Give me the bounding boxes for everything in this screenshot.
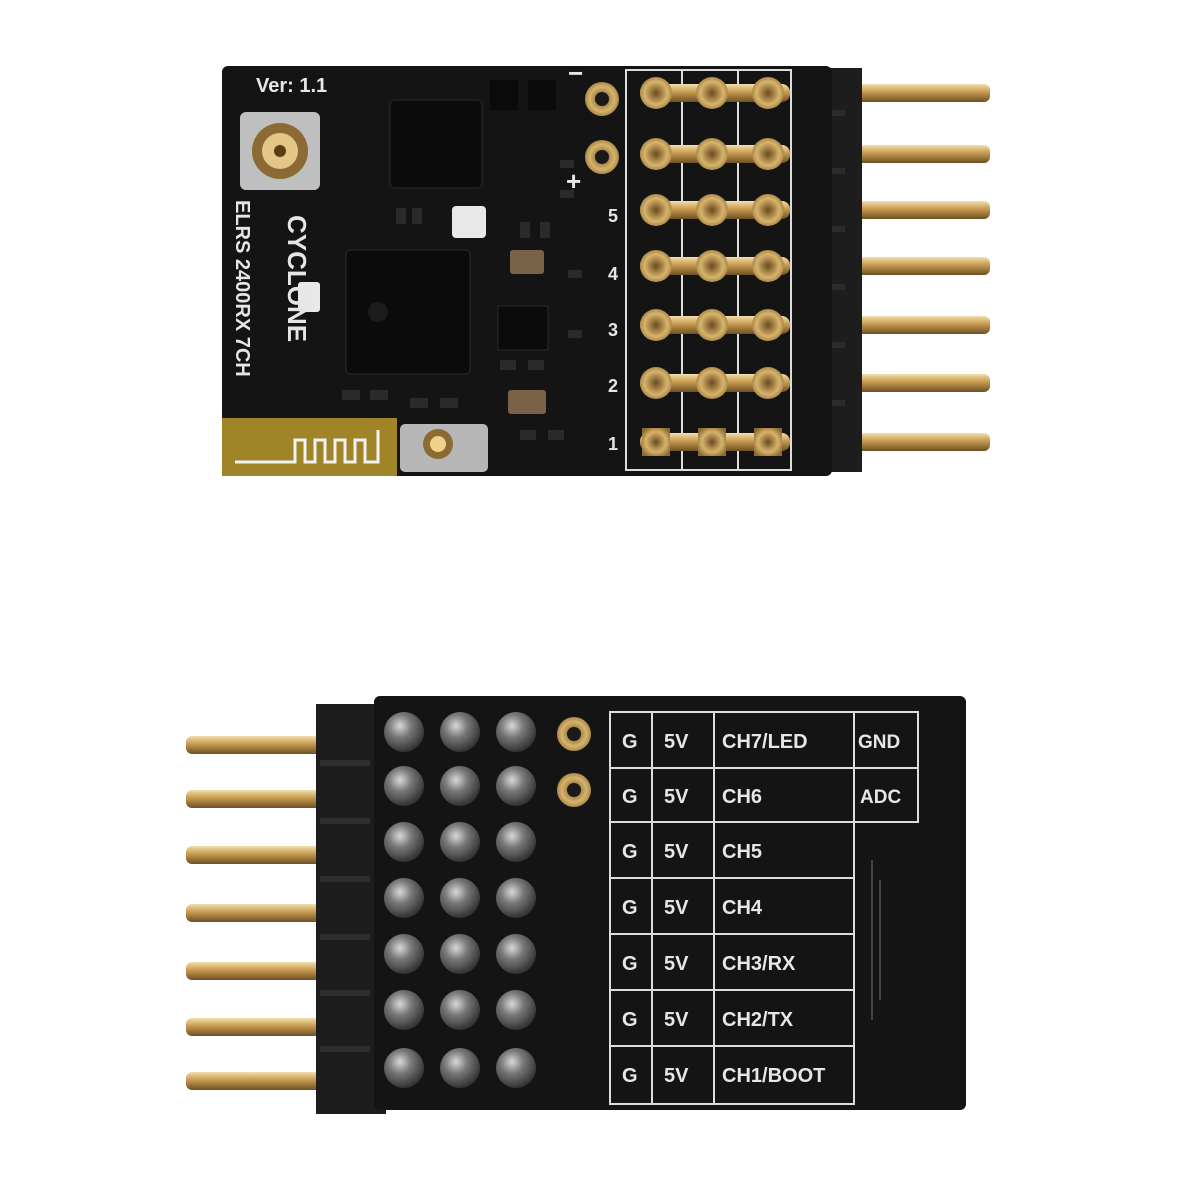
svg-text:CH1/BOOT: CH1/BOOT	[722, 1065, 825, 1087]
bottom-board: G 5V CH7/LED GND G 5V CH6 ADC G 5V CH5 G…	[186, 696, 966, 1114]
svg-text:5V: 5V	[664, 897, 689, 919]
svg-text:5V: 5V	[664, 953, 689, 975]
pin-table-grid	[609, 711, 919, 1105]
antenna-area	[222, 418, 397, 476]
svg-text:G: G	[622, 897, 638, 919]
svg-text:5: 5	[608, 206, 618, 226]
top-header-pins	[830, 84, 990, 451]
mcu-chip	[345, 249, 471, 375]
svg-text:CH3/RX: CH3/RX	[722, 953, 796, 975]
pcb-trace-antenna	[235, 430, 380, 464]
svg-text:G: G	[622, 1009, 638, 1031]
bottom-header-pins	[186, 736, 336, 1090]
solder-pads-gnd-adc	[557, 717, 591, 807]
solder-joint-grid	[384, 712, 536, 1088]
svg-text:5V: 5V	[664, 1065, 689, 1087]
top-pin-rows	[640, 77, 790, 456]
svg-text:CH4: CH4	[722, 897, 763, 919]
svg-text:G: G	[622, 1065, 638, 1087]
pin-table-row-5: G 5V CH3/RX	[622, 953, 796, 975]
svg-text:GND: GND	[858, 732, 900, 753]
svg-text:G: G	[622, 731, 638, 753]
pin-table-row-3: G 5V CH5	[622, 841, 762, 863]
svg-text:4: 4	[608, 264, 618, 284]
solder-pads-minus-plus	[585, 82, 619, 174]
model-label: ELRS 2400RX 7CH	[231, 200, 253, 377]
svg-text:5V: 5V	[664, 731, 689, 753]
svg-text:2: 2	[608, 376, 618, 396]
svg-text:CH5: CH5	[722, 841, 762, 863]
brand-label: CYCLONE	[282, 215, 312, 342]
top-board: Ver: 1.1 CYCLONE ELRS 2400RX 7CH − + 5 4…	[222, 58, 990, 476]
pad-minus-label: −	[568, 58, 583, 88]
svg-text:1: 1	[608, 434, 618, 454]
pin-table-row-4: G 5V CH4	[622, 897, 763, 919]
ufl-connector-small-icon	[400, 424, 488, 472]
pin-table-row-1: G 5V CH7/LED GND	[622, 731, 900, 753]
svg-text:3: 3	[608, 320, 618, 340]
svg-text:G: G	[622, 841, 638, 863]
svg-text:CH6: CH6	[722, 786, 762, 808]
pin-table-row-2: G 5V CH6 ADC	[622, 786, 901, 808]
channel-number-labels: 5 4 3 2 1	[608, 206, 618, 454]
pin-table-row-6: G 5V CH2/TX	[622, 1009, 794, 1031]
svg-text:G: G	[622, 953, 638, 975]
svg-text:CH2/TX: CH2/TX	[722, 1009, 794, 1031]
rf-chip	[389, 99, 483, 189]
svg-text:5V: 5V	[664, 841, 689, 863]
svg-text:5V: 5V	[664, 1009, 689, 1031]
ufl-connector-icon	[240, 112, 320, 190]
version-label: Ver: 1.1	[256, 75, 327, 97]
svg-text:CH7/LED: CH7/LED	[722, 731, 808, 753]
pad-plus-label: +	[566, 166, 581, 196]
pin-table-row-7: G 5V CH1/BOOT	[622, 1065, 825, 1087]
svg-text:5V: 5V	[664, 786, 689, 808]
svg-text:G: G	[622, 786, 638, 808]
svg-text:ADC: ADC	[860, 787, 901, 808]
